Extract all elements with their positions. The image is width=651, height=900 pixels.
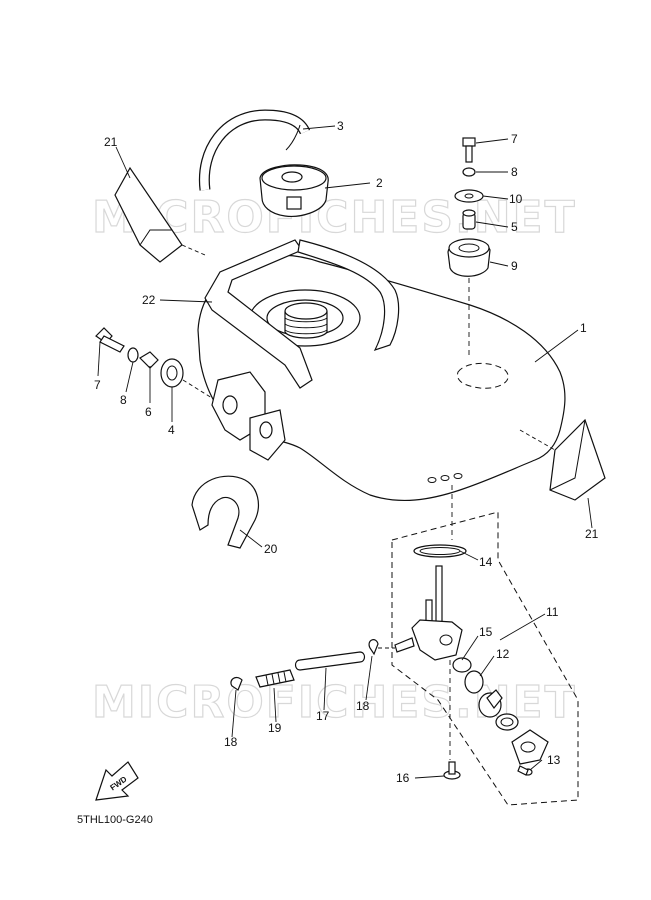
part-5-collar <box>462 209 476 230</box>
part-4-grommet-left <box>160 358 184 388</box>
part-8-washer-top <box>462 167 476 177</box>
part-14-o-ring <box>413 544 467 558</box>
callout-10: 10 <box>509 192 523 206</box>
part-16-bolt <box>443 761 461 780</box>
callout-3: 3 <box>337 119 344 133</box>
fuel-cock-plate <box>511 729 549 765</box>
part-7-bolt-top <box>462 137 476 163</box>
callout-7-top: 7 <box>511 132 518 146</box>
callout-5: 5 <box>511 220 518 234</box>
diagram-code: 5THL100-G240 <box>77 814 153 826</box>
part-7-bolt-left <box>95 327 125 353</box>
callout-8-top: 8 <box>511 165 518 179</box>
part-20-rubber-clip <box>191 475 259 549</box>
callout-21-right: 21 <box>585 527 599 541</box>
part-8-washer-left <box>127 347 139 363</box>
part-13-screw <box>517 765 533 776</box>
leader-4-dash <box>182 379 213 399</box>
leader-lines <box>97 125 593 779</box>
fwd-arrow-icon: FWD <box>95 761 139 801</box>
callout-20: 20 <box>264 542 278 556</box>
part-10-washer <box>454 189 484 203</box>
callout-19: 19 <box>268 721 282 735</box>
callout-22: 22 <box>142 293 156 307</box>
callout-17: 17 <box>316 709 330 723</box>
part-11-group-outline <box>391 511 579 806</box>
fuel-cock-body <box>394 565 463 661</box>
part-2-fuel-cap <box>259 164 329 217</box>
callout-4: 4 <box>168 423 175 437</box>
callout-7-left: 7 <box>94 378 101 392</box>
callout-13: 13 <box>547 753 561 767</box>
fuel-cock-lever <box>478 689 519 731</box>
part-18-clip-left <box>230 676 243 691</box>
part-19-fuel-hose <box>255 669 295 688</box>
callout-2: 2 <box>376 176 383 190</box>
callout-18-left: 18 <box>224 735 238 749</box>
part-15-cup <box>452 657 472 673</box>
callout-12: 12 <box>496 647 510 661</box>
part-12-gasket <box>464 670 484 694</box>
part-18-clip-right <box>368 639 379 656</box>
callout-9: 9 <box>511 259 518 273</box>
callout-labels: 3 2 7 8 10 5 9 1 21 22 7 8 6 4 21 20 14 … <box>94 119 599 785</box>
part-6-collar-left <box>139 351 159 369</box>
callout-6: 6 <box>145 405 152 419</box>
part-9-cushion <box>447 238 491 277</box>
part-3-breather-hose <box>198 109 311 191</box>
part-21-pad-right <box>549 418 606 501</box>
leader-21-top-dash <box>181 244 206 256</box>
callout-18-right: 18 <box>356 699 370 713</box>
callout-14: 14 <box>479 555 493 569</box>
callout-16: 16 <box>396 771 410 785</box>
callout-1: 1 <box>580 321 587 335</box>
part-17-fuel-pipe <box>294 651 366 671</box>
callout-11: 11 <box>546 605 559 619</box>
part-22-tank-frame <box>204 239 400 389</box>
callout-21-top: 21 <box>104 135 118 149</box>
callout-8-left: 8 <box>120 393 127 407</box>
part-1-fuel-tank <box>197 254 566 502</box>
callout-15: 15 <box>479 625 493 639</box>
